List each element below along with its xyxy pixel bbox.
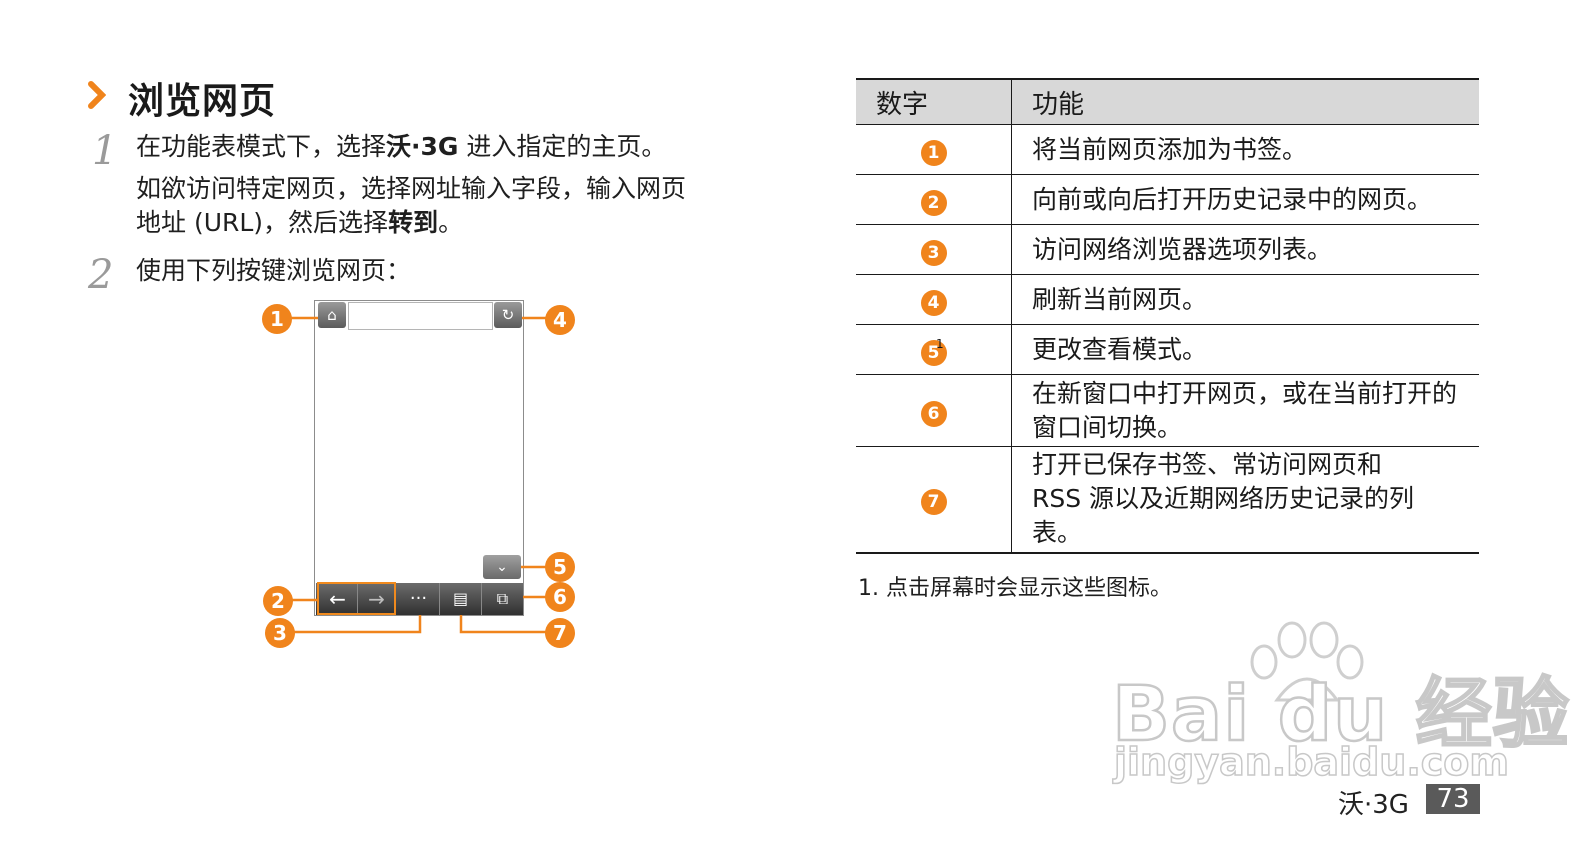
callout-3: 3 — [265, 618, 295, 648]
callout-4: 4 — [545, 305, 575, 335]
row-text-4: 刷新当前网页。 — [1011, 274, 1479, 325]
step-1-line-3-c: 。 — [438, 208, 464, 237]
step-1-line-3: 地址 (URL)，然后选择转到。 — [136, 206, 776, 240]
back-arrow-icon[interactable]: ← — [318, 583, 358, 615]
row-callout-1: 1 — [920, 139, 947, 166]
callout-5: 5 — [545, 552, 575, 582]
nav-highlight-box — [317, 582, 396, 615]
row-callout-4: 4 — [920, 289, 947, 316]
more-icon[interactable]: ··· — [398, 583, 440, 615]
row-text-1: 将当前网页添加为书签。 — [1011, 124, 1479, 175]
header-function: 功能 — [1011, 78, 1479, 125]
table-row: 1 将当前网页添加为书签。 — [856, 124, 1479, 175]
view-mode-icon[interactable]: ⌄ — [483, 555, 521, 579]
table-row: 7 打开已保存书签、常访问网页和 RSS 源以及近期网络历史记录的列表。 — [856, 446, 1479, 554]
step-number-2: 2 — [88, 252, 114, 298]
footnote: 1. 点击屏幕时会显示这些图标。 — [858, 576, 1172, 601]
table-row: 4 刷新当前网页。 — [856, 274, 1479, 325]
page-number: 73 — [1426, 784, 1480, 814]
row-text-3: 访问网络浏览器选项列表。 — [1011, 224, 1479, 275]
row-text-6: 在新窗口中打开网页，或在当前打开的窗口间切换。 — [1011, 374, 1479, 447]
watermark-url: jingyan.baidu.com — [1113, 739, 1510, 785]
address-bar[interactable] — [348, 302, 493, 330]
row-callout-5: 5 — [920, 339, 947, 366]
row-text-5: 更改查看模式。 — [1011, 324, 1479, 375]
step-1-part-a: 在功能表模式下，选择 — [136, 132, 387, 161]
function-table: 数字 功能 1 将当前网页添加为书签。 2 向前或向后打开历史记录中的网页。 3… — [856, 78, 1479, 554]
section-arrow-icon — [88, 81, 106, 109]
home-icon[interactable]: ⌂ — [318, 302, 346, 328]
table-row: 3 访问网络浏览器选项列表。 — [856, 224, 1479, 275]
callout-2: 2 — [263, 586, 293, 616]
callout-1: 1 — [262, 304, 292, 334]
footer-brand: 沃·3G — [1338, 790, 1409, 820]
callout-6: 6 — [545, 582, 575, 612]
step-number-1: 1 — [92, 128, 118, 174]
step-1-line-3-a: 地址 (URL)，然后选择 — [136, 208, 389, 237]
bottom-toolbar — [316, 583, 523, 615]
bookmark-icon[interactable]: ▤ — [440, 583, 482, 615]
row-callout-2: 2 — [920, 189, 947, 216]
step-1-line-2: 如欲访问特定网页，选择网址输入字段，输入网页 — [136, 174, 687, 203]
callout-7: 7 — [545, 618, 575, 648]
footnote-marker: 1 — [936, 337, 944, 351]
row-text-2: 向前或向后打开历史记录中的网页。 — [1011, 174, 1479, 225]
window-icon[interactable]: ⧉ — [496, 589, 509, 608]
header-number: 数字 — [856, 78, 1012, 125]
row-text-7: 打开已保存书签、常访问网页和 RSS 源以及近期网络历史记录的列表。 — [1011, 446, 1479, 554]
row-callout-6: 6 — [920, 400, 947, 427]
row-callout-3: 3 — [920, 239, 947, 266]
step-1-brand: 沃·3G — [386, 132, 459, 161]
table-row: 6 在新窗口中打开网页，或在当前打开的窗口间切换。 — [856, 374, 1479, 447]
table-header-row: 数字 功能 — [856, 78, 1479, 125]
watermark-logo: Bai du 经验 — [1111, 668, 1570, 760]
section-title: 浏览网页 — [128, 81, 277, 122]
step-1-part-c: 进入指定的主页。 — [458, 132, 667, 161]
step-1-goto: 转到 — [388, 208, 439, 237]
table-row: 2 向前或向后打开历史记录中的网页。 — [856, 174, 1479, 225]
step-2-text: 使用下列按键浏览网页： — [136, 256, 412, 285]
paw-logo-icon — [1250, 621, 1364, 702]
step-1-text: 在功能表模式下，选择沃·3G 进入指定的主页。 — [136, 130, 666, 164]
refresh-icon[interactable]: ↻ — [494, 302, 522, 328]
row-callout-7: 7 — [920, 489, 947, 516]
step-1-detail: 如欲访问特定网页，选择网址输入字段，输入网页 地址 (URL)，然后选择转到。 — [136, 172, 776, 240]
